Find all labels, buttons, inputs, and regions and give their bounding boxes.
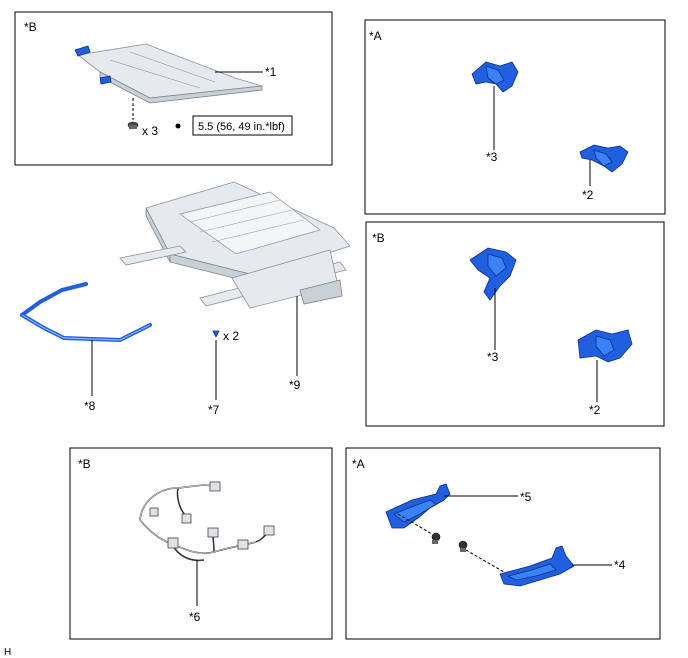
- clip-quantity: x 3: [142, 124, 158, 138]
- pin-illustration: [212, 330, 220, 338]
- cover-4-illustration: [499, 545, 575, 587]
- clip-illustration: [127, 121, 139, 129]
- callout-2: *2: [589, 403, 601, 417]
- panel-bottom-left: *B *6: [69, 447, 333, 640]
- torque-spec: 5.5 (56, 49 in.*lbf): [198, 121, 285, 133]
- dashed-guide: [397, 513, 433, 535]
- callout-9: *9: [289, 378, 301, 392]
- panel-frame: [345, 447, 661, 640]
- panel-frame: [364, 19, 666, 215]
- dashed-guide: [465, 549, 505, 573]
- bracket-2-illustration: [577, 329, 633, 363]
- panel-tag: *B: [78, 457, 91, 471]
- wire-harness-illustration: [139, 481, 275, 562]
- panel-tag: *A: [352, 457, 365, 471]
- callout-4: *4: [614, 558, 626, 572]
- panel-tag: *B: [24, 20, 37, 34]
- pin-quantity: x 2: [223, 329, 239, 343]
- callout-2: *2: [582, 188, 594, 202]
- callout-7: *7: [208, 403, 220, 417]
- cover-5-illustration: [385, 483, 451, 529]
- bracket-3-illustration: [469, 247, 517, 301]
- panel-frame: [69, 447, 333, 640]
- callout-6: *6: [189, 610, 201, 624]
- panel-top-left: *B *1 x 3 5.5 (56, 49 in.*lbf): [14, 11, 333, 166]
- figure-code: H: [4, 647, 11, 658]
- screw-illustration: [431, 532, 441, 544]
- panel-bottom-right: *A *5 *4: [345, 447, 661, 640]
- rod-illustration: [20, 282, 152, 343]
- callout-3: *3: [487, 350, 499, 364]
- seat-frame-illustration: [119, 181, 351, 309]
- panel-top-right: *A *3 *2: [364, 19, 666, 215]
- panel-tag: *B: [372, 231, 385, 245]
- callout-3: *3: [486, 150, 498, 164]
- panel-frame: [14, 11, 333, 166]
- bracket-3-illustration: [471, 61, 519, 93]
- panel-frame: [365, 221, 665, 427]
- callout-8: *8: [84, 399, 96, 413]
- torque-dot: [175, 123, 181, 129]
- panel-tag: *A: [369, 29, 382, 43]
- torque-spec-box: [192, 115, 293, 136]
- callout-5: *5: [520, 490, 532, 504]
- seat-cushion-cover-illustration: [74, 43, 263, 104]
- bracket-2-illustration: [579, 144, 629, 173]
- panel-mid-right: *B *3 *2: [365, 221, 665, 427]
- screw-illustration: [458, 540, 468, 552]
- callout-1: *1: [265, 65, 277, 79]
